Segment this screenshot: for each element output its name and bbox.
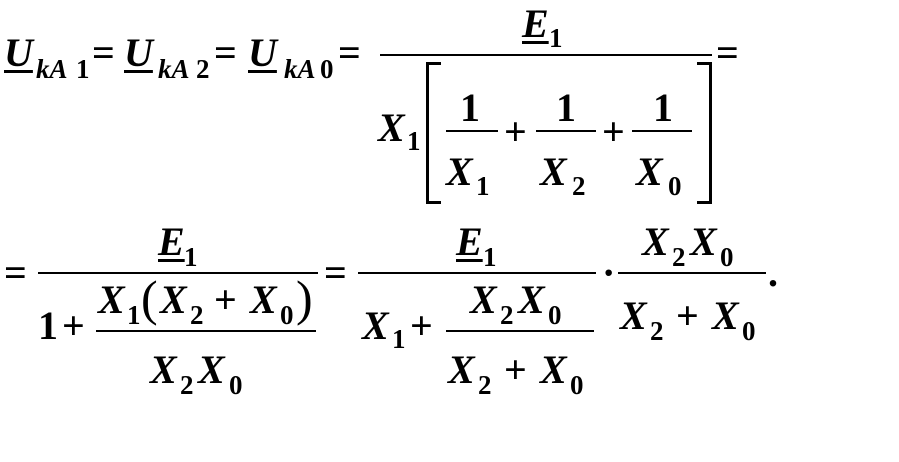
subscript-digit: 2 — [196, 54, 210, 84]
plus-sign: + — [504, 109, 527, 154]
subscript-digit: 0 — [668, 171, 682, 201]
symbol-X: X — [636, 149, 663, 194]
symbol-U: U — [124, 30, 153, 75]
subscript-digit: 2 — [572, 171, 586, 201]
symbol-X: X — [540, 347, 567, 392]
symbol-X: X — [98, 277, 125, 322]
subscript-digit: 2 — [190, 300, 204, 330]
symbol-E: E — [158, 219, 185, 264]
symbol-X: X — [160, 277, 187, 322]
symbol-E: E — [456, 219, 483, 264]
fraction-bar — [380, 54, 712, 56]
right-bracket — [697, 62, 712, 204]
subscript-digit: 0 — [280, 300, 294, 330]
equals-sign: = — [716, 30, 739, 75]
symbol-X: X — [150, 347, 177, 392]
symbol-X: X — [642, 219, 669, 264]
subscript-digit: 0 — [720, 242, 734, 272]
equals-sign: = — [214, 30, 237, 75]
equals-sign: = — [338, 30, 361, 75]
subscript-digit: 1 — [392, 324, 406, 354]
subscript-digit: 1 — [127, 300, 141, 330]
numerator-one: 1 — [556, 85, 576, 130]
symbol-X: X — [540, 149, 567, 194]
numerator-one: 1 — [460, 85, 480, 130]
equals-sign: = — [4, 250, 27, 295]
subscript-digit: 1 — [483, 242, 497, 272]
symbol-X: X — [362, 303, 389, 348]
symbol-X: X — [448, 347, 475, 392]
plus-sign: + — [62, 303, 85, 348]
subscript-digit: 2 — [650, 316, 664, 346]
plus-sign: + — [504, 347, 527, 392]
symbol-X: X — [620, 293, 647, 338]
subscript-digit: 1 — [184, 242, 198, 272]
fraction-bar — [632, 130, 692, 132]
subscript-digit: 2 — [180, 370, 194, 400]
subscript-digit: 0 — [320, 54, 334, 84]
left-bracket — [426, 62, 441, 204]
numerator-one: 1 — [653, 85, 673, 130]
fraction-bar — [536, 130, 596, 132]
subscript-digit: 1 — [76, 54, 90, 84]
subscript-digit: 0 — [570, 370, 584, 400]
fraction-bar — [38, 272, 318, 274]
plus-sign: + — [410, 303, 433, 348]
plus-sign: + — [676, 293, 699, 338]
subscript-digit: 0 — [229, 370, 243, 400]
symbol-U: U — [248, 30, 277, 75]
subscript-kA: kA — [158, 54, 190, 84]
subscript-digit: 2 — [478, 370, 492, 400]
left-paren: ( — [141, 270, 158, 326]
symbol-X: X — [198, 347, 225, 392]
subscript-digit: 2 — [672, 242, 686, 272]
symbol-U: U — [4, 30, 33, 75]
fraction-bar — [446, 130, 498, 132]
subscript-kA: kA — [36, 54, 68, 84]
subscript-digit: 2 — [500, 300, 514, 330]
symbol-X: X — [470, 277, 497, 322]
right-paren: ) — [296, 270, 313, 326]
fraction-bar — [358, 272, 596, 274]
subscript-digit: 1 — [476, 171, 490, 201]
multiplication-dot: · — [602, 250, 616, 295]
equals-sign: = — [324, 250, 347, 295]
subscript-digit: 0 — [742, 316, 756, 346]
subscript-digit: 0 — [548, 300, 562, 330]
digit-one: 1 — [38, 303, 58, 348]
fraction-bar — [96, 330, 316, 332]
symbol-X: X — [378, 105, 405, 150]
fraction-bar — [618, 272, 766, 274]
symbol-X: X — [250, 277, 277, 322]
subscript-digit: 1 — [407, 126, 421, 156]
symbol-X: X — [518, 277, 545, 322]
plus-sign: + — [214, 277, 237, 322]
symbol-X: X — [712, 293, 739, 338]
fraction-bar — [446, 330, 594, 332]
period: . — [768, 250, 778, 295]
symbol-X: X — [690, 219, 717, 264]
symbol-E: E — [522, 1, 549, 46]
symbol-X: X — [446, 149, 473, 194]
subscript-kA: kA — [284, 54, 316, 84]
subscript-digit: 1 — [549, 23, 563, 53]
equals-sign: = — [92, 30, 115, 75]
plus-sign: + — [602, 109, 625, 154]
